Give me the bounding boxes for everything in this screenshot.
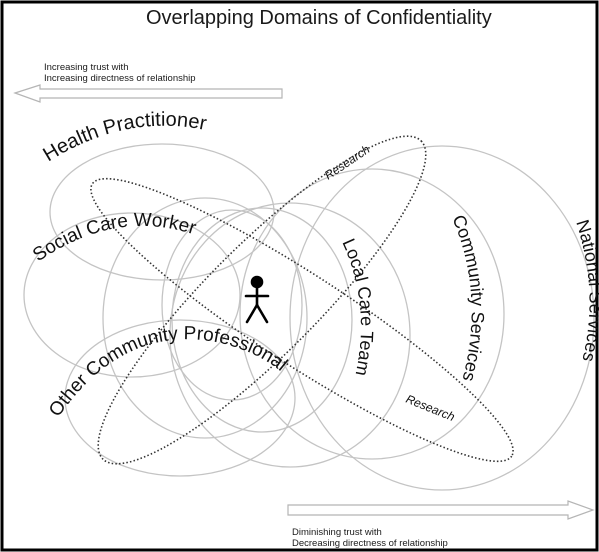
research-ellipse-lower — [90, 177, 514, 463]
trust-note-bottom-line2: Decreasing directness of relationship — [292, 538, 448, 549]
label-national-services: National Services — [572, 217, 599, 363]
circle-social-care-worker — [23, 212, 241, 378]
trust-note-bottom-line1: Diminishing trust with — [292, 527, 382, 538]
circle-national-services — [289, 145, 595, 491]
circle-inner-a — [161, 209, 303, 401]
diagram-title: Overlapping Domains of Confidentiality — [146, 7, 492, 29]
circle-other-community-professional — [64, 319, 296, 477]
label-research-lower: Research — [404, 392, 457, 424]
circle-local-care-team — [169, 202, 411, 468]
label-local-care-team: Local Care Team — [338, 236, 377, 378]
trust-note-top-line1: Increasing trust with — [44, 62, 128, 73]
circle-health-practitioner — [49, 143, 275, 281]
trust-note-top-line2: Increasing directness of relationship — [44, 73, 196, 84]
label-community-services: Community Services — [448, 212, 487, 383]
person-icon — [244, 275, 270, 324]
circle-inner-c — [171, 207, 353, 433]
label-health-practitioner: Health Practitioner — [39, 109, 208, 166]
label-research-upper: Research — [322, 142, 373, 182]
arrow-left-icon — [13, 84, 283, 103]
label-social-care-worker: Social Care Worker — [29, 210, 199, 266]
arrow-right-icon — [287, 500, 595, 520]
research-ellipse-upper — [97, 135, 427, 465]
circle-community-services — [239, 168, 505, 460]
circle-inner-b — [102, 197, 308, 439]
